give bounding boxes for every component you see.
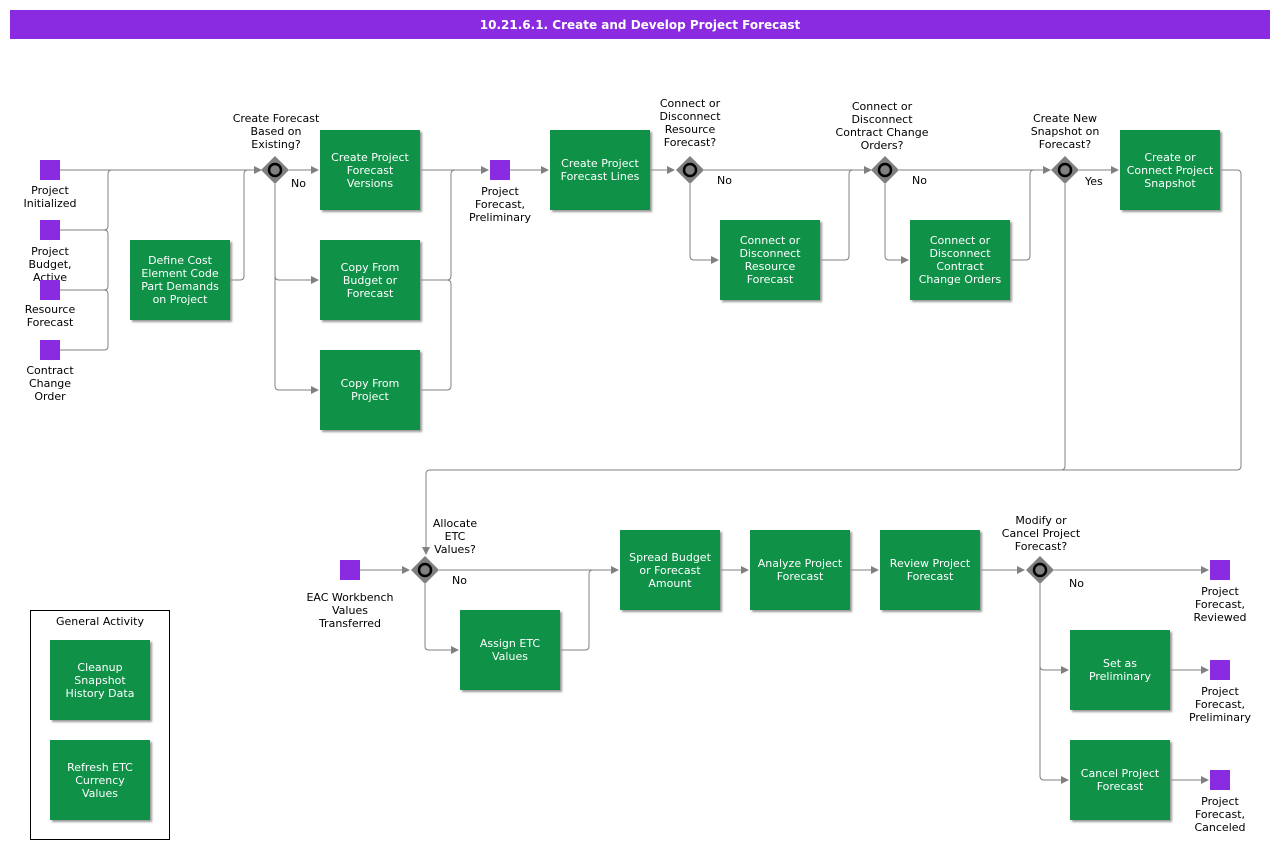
event-project-budget-active [40,220,60,240]
gateway-label: Allocate ETC Values? [432,517,478,556]
event-label: Project Forecast, Preliminary [1188,685,1252,724]
gateway-label: Create New Snapshot on Forecast? [1030,112,1100,151]
activity-connect-contract[interactable]: Connect or Disconnect Contract Change Or… [910,220,1010,300]
activity-copy-project[interactable]: Copy From Project [320,350,420,430]
event-project-forecast-reviewed [1210,560,1230,580]
gateway-diamond [676,156,704,184]
event-contract-change-order [40,340,60,360]
activity-analyze[interactable]: Analyze Project Forecast [750,530,850,610]
event-label: Project Forecast, Canceled [1194,795,1246,834]
activity-cleanup-snapshot[interactable]: Cleanup Snapshot History Data [50,640,150,720]
event-label: EAC Workbench Values Transferred [306,591,394,630]
gateway-label: Connect or Disconnect Resource Forecast? [659,97,721,149]
activity-set-preliminary[interactable]: Set as Preliminary [1070,630,1170,710]
event-project-forecast-preliminary-end [1210,660,1230,680]
legend-title: General Activity [56,615,144,628]
gateway-diamond [871,156,899,184]
event-project-initialized [40,160,60,180]
activity-snapshot[interactable]: Create or Connect Project Snapshot [1120,130,1220,210]
event-label: Resource Forecast [24,303,76,329]
gateway-label: Create Forecast Based on Existing? [232,112,320,151]
activity-spread-budget[interactable]: Spread Budget or Forecast Amount [620,530,720,610]
event-label: Project Budget, Active [28,245,72,284]
diagram-title: 10.21.6.1. Create and Develop Project Fo… [10,10,1270,39]
activity-assign-etc[interactable]: Assign ETC Values [460,610,560,690]
gateway-diamond [261,156,289,184]
activity-create-lines[interactable]: Create Project Forecast Lines [550,130,650,210]
flow-label-no: No [291,177,306,190]
activity-review[interactable]: Review Project Forecast [880,530,980,610]
flow-label-no: No [452,574,467,587]
flow-label-no: No [912,174,927,187]
activity-copy-budget[interactable]: Copy From Budget or Forecast [320,240,420,320]
event-eac-workbench [340,560,360,580]
legend-general-activity: General Activity [30,610,170,840]
event-label: Project Forecast, Reviewed [1193,585,1247,624]
event-resource-forecast [40,280,60,300]
activity-create-versions[interactable]: Create Project Forecast Versions [320,130,420,210]
event-label: Contract Change Order [26,364,74,403]
gateway-diamond [1051,156,1079,184]
flow-label-no: No [717,174,732,187]
flow-label-no: No [1069,577,1084,590]
event-project-forecast-preliminary [490,160,510,180]
event-project-forecast-canceled [1210,770,1230,790]
event-label: Project Forecast, Preliminary [468,185,532,224]
gateway-label: Connect or Disconnect Contract Change Or… [835,100,929,152]
activity-refresh-etc[interactable]: Refresh ETC Currency Values [50,740,150,820]
gateway-label: Modify or Cancel Project Forecast? [1001,514,1081,553]
activity-connect-resource[interactable]: Connect or Disconnect Resource Forecast [720,220,820,300]
flow-label-yes: Yes [1085,175,1103,188]
gateway-diamond [411,556,439,584]
event-label: Project Initialized [23,184,77,210]
activity-define-cost-element[interactable]: Define Cost Element Code Part Demands on… [130,240,230,320]
gateway-diamond [1026,556,1054,584]
activity-cancel[interactable]: Cancel Project Forecast [1070,740,1170,820]
